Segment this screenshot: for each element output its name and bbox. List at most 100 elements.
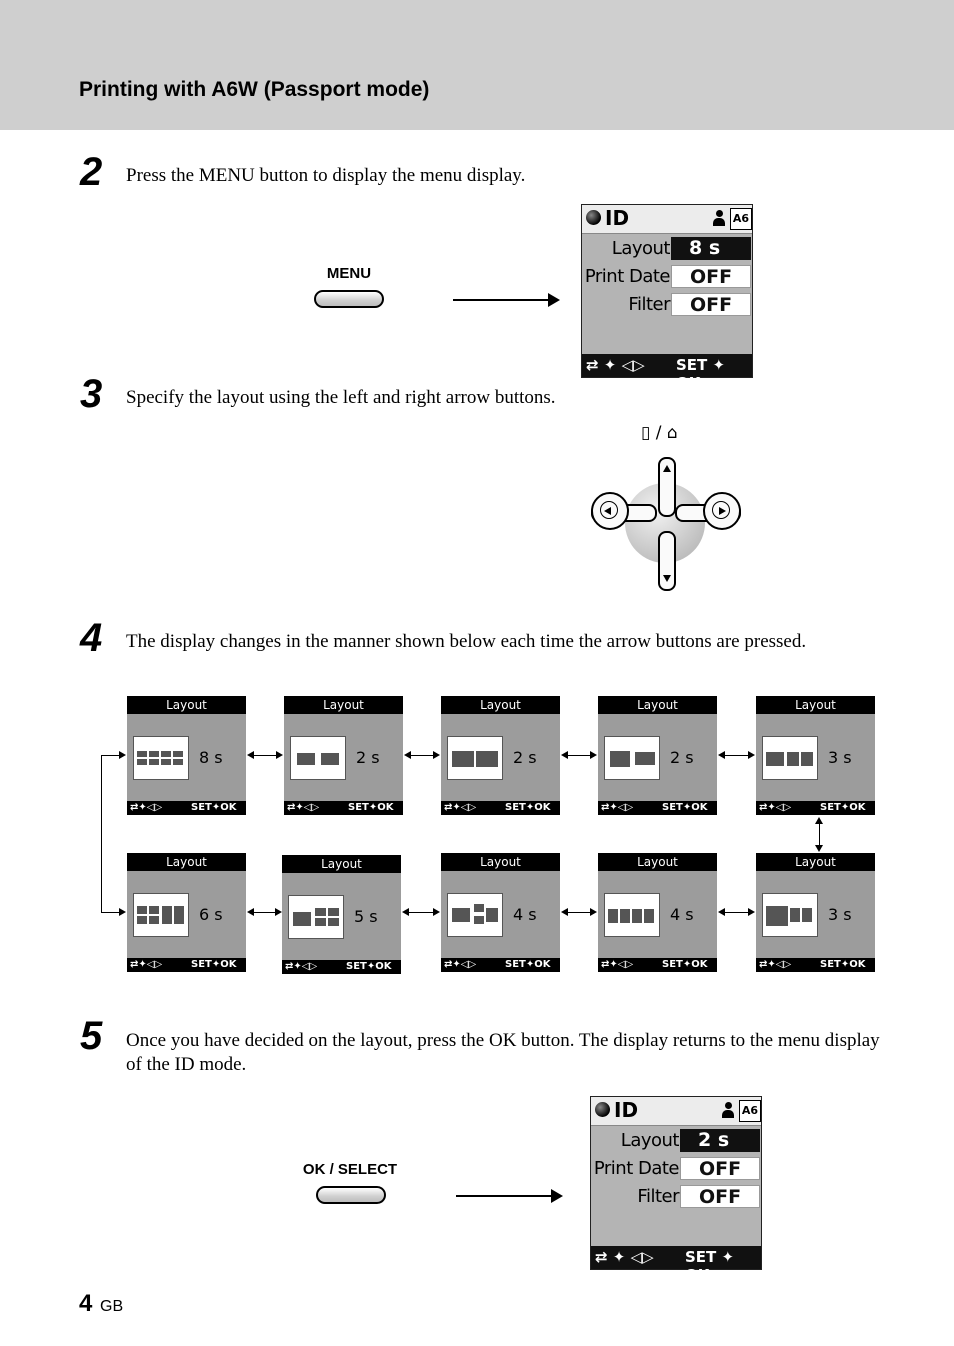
- menu-row-label: Layout: [620, 1130, 680, 1151]
- step-number-4: 4: [80, 616, 103, 660]
- menu-footer-nav: ⇄ ✦ ◁▷: [595, 1248, 654, 1266]
- menu-button[interactable]: [314, 290, 384, 308]
- layout-thumbnail: [604, 893, 660, 937]
- menu-row-value[interactable]: OFF: [671, 293, 751, 316]
- right-arrow-icon: [119, 908, 126, 916]
- step-number-3: 3: [80, 372, 103, 416]
- layout-screen-footer: ⇄✦◁▷SET✦OK: [756, 958, 875, 972]
- layout-screen: Layout 2 s ⇄✦◁▷SET✦OK: [598, 696, 717, 815]
- layout-screen-footer: ⇄✦◁▷SET✦OK: [598, 958, 717, 972]
- menu-footer-bar: ⇄ ✦ ◁▷ SET ✦ OK: [591, 1246, 761, 1284]
- step-text-3: Specify the layout using the left and ri…: [126, 387, 556, 408]
- step-number-5: 5: [80, 1014, 103, 1058]
- right-arrow-icon: [276, 751, 283, 759]
- dpad-right-cap[interactable]: [703, 492, 741, 530]
- menu-button-label: MENU: [326, 265, 372, 282]
- layout-screen: Layout 5 s ⇄✦◁▷SET✦OK: [282, 855, 401, 974]
- right-arrow-icon: [590, 751, 597, 759]
- up-arrow-icon: [663, 465, 671, 472]
- dpad-label: ▯ / ⌂: [641, 423, 678, 443]
- connector-line: [819, 822, 820, 846]
- layout-thumbnail: [762, 893, 818, 937]
- layout-value: 5 s: [354, 907, 378, 926]
- layout-value: 2 s: [670, 748, 694, 767]
- layout-screen: Layout 3 s ⇄✦◁▷SET✦OK: [756, 696, 875, 815]
- layout-screen-footer: ⇄✦◁▷SET✦OK: [441, 958, 560, 972]
- left-arrow-icon: [718, 908, 725, 916]
- down-arrow-icon: [815, 845, 823, 852]
- layout-screen-title: Layout: [284, 696, 403, 714]
- menu-row-label: Layout: [611, 238, 671, 259]
- layout-thumbnail: [762, 736, 818, 780]
- menu-row-value[interactable]: 2 s: [680, 1129, 760, 1152]
- layout-thumbnail: [290, 736, 346, 780]
- left-arrow-icon: [404, 751, 411, 759]
- layout-thumbnail: [447, 736, 503, 780]
- layout-value: 3 s: [828, 748, 852, 767]
- direction-pad: [589, 455, 741, 591]
- ok-select-button[interactable]: [316, 1186, 386, 1204]
- left-arrow-icon: [247, 908, 254, 916]
- layout-screen: Layout 4 s ⇄✦◁▷SET✦OK: [441, 853, 560, 972]
- layout-value: 4 s: [670, 905, 694, 924]
- ok-button-label: OK / SELECT: [302, 1161, 398, 1178]
- dpad-down-button[interactable]: [658, 531, 676, 591]
- menu-row-value[interactable]: OFF: [671, 265, 751, 288]
- right-arrow-icon: [433, 751, 440, 759]
- menu-row-value[interactable]: 8 s: [671, 237, 751, 260]
- connector-line: [565, 912, 593, 913]
- connector-line: [101, 912, 121, 913]
- connector-line: [101, 755, 121, 756]
- arrow-head-icon: [548, 293, 560, 307]
- layout-screen-title: Layout: [127, 853, 246, 871]
- step-text-5: Once you have decided on the layout, pre…: [126, 1030, 880, 1075]
- layout-screen-title: Layout: [441, 696, 560, 714]
- layout-thumbnail: [604, 736, 660, 780]
- connector-line: [251, 755, 279, 756]
- connector-line: [406, 912, 436, 913]
- menu-row-value[interactable]: OFF: [680, 1185, 760, 1208]
- connector-line: [722, 912, 751, 913]
- layout-thumbnail: [133, 893, 189, 937]
- arrow-head-icon: [551, 1189, 563, 1203]
- left-arrow-icon: [561, 908, 568, 916]
- layout-screen-footer: ⇄✦◁▷SET✦OK: [127, 801, 246, 815]
- layout-thumbnail: [288, 895, 344, 939]
- arrow-line: [453, 299, 549, 301]
- down-arrow-icon: [663, 575, 671, 582]
- menu-title-bar: ID A6: [591, 1097, 761, 1126]
- menu-row-label: Filter: [637, 1186, 679, 1207]
- layout-screen-title: Layout: [127, 696, 246, 714]
- layout-value: 6 s: [199, 905, 223, 924]
- layout-value: 8 s: [199, 748, 223, 767]
- menu-row-value[interactable]: OFF: [680, 1157, 760, 1180]
- layout-screen-title: Layout: [598, 696, 717, 714]
- layout-screen: Layout 3 s ⇄✦◁▷SET✦OK: [756, 853, 875, 972]
- menu-row-label: Filter: [628, 294, 670, 315]
- right-arrow-icon: [433, 908, 440, 916]
- layout-screen-footer: ⇄✦◁▷SET✦OK: [598, 801, 717, 815]
- dpad-left-cap[interactable]: [591, 492, 629, 530]
- layout-thumbnail: [447, 893, 503, 937]
- right-arrow-icon: [748, 751, 755, 759]
- menu-footer-set: SET ✦ OK: [685, 1248, 735, 1284]
- layout-value: 4 s: [513, 905, 537, 924]
- dpad-up-button[interactable]: [658, 457, 676, 517]
- right-arrow-icon: [275, 908, 282, 916]
- layout-screen-title: Layout: [756, 696, 875, 714]
- right-arrow-icon: [590, 908, 597, 916]
- page-number: 4: [79, 1290, 93, 1317]
- layout-value: 3 s: [828, 905, 852, 924]
- layout-screen: Layout 2 s ⇄✦◁▷SET✦OK: [284, 696, 403, 815]
- menu-display: ID A6 Layout 2 s Print Date OFF Filter O…: [590, 1096, 762, 1284]
- right-arrow-icon: [748, 908, 755, 916]
- menu-title: ID: [614, 1098, 639, 1122]
- connector-line: [408, 755, 436, 756]
- connector-line: [251, 912, 279, 913]
- paper-size-badge: A6: [739, 1100, 761, 1122]
- layout-screen-footer: ⇄✦◁▷SET✦OK: [282, 960, 401, 974]
- menu-title-bar: ID A6: [582, 205, 752, 234]
- left-arrow-icon: [561, 751, 568, 759]
- menu-row-label: Print Date: [584, 266, 671, 287]
- menu-footer-set: SET ✦ OK: [676, 356, 726, 392]
